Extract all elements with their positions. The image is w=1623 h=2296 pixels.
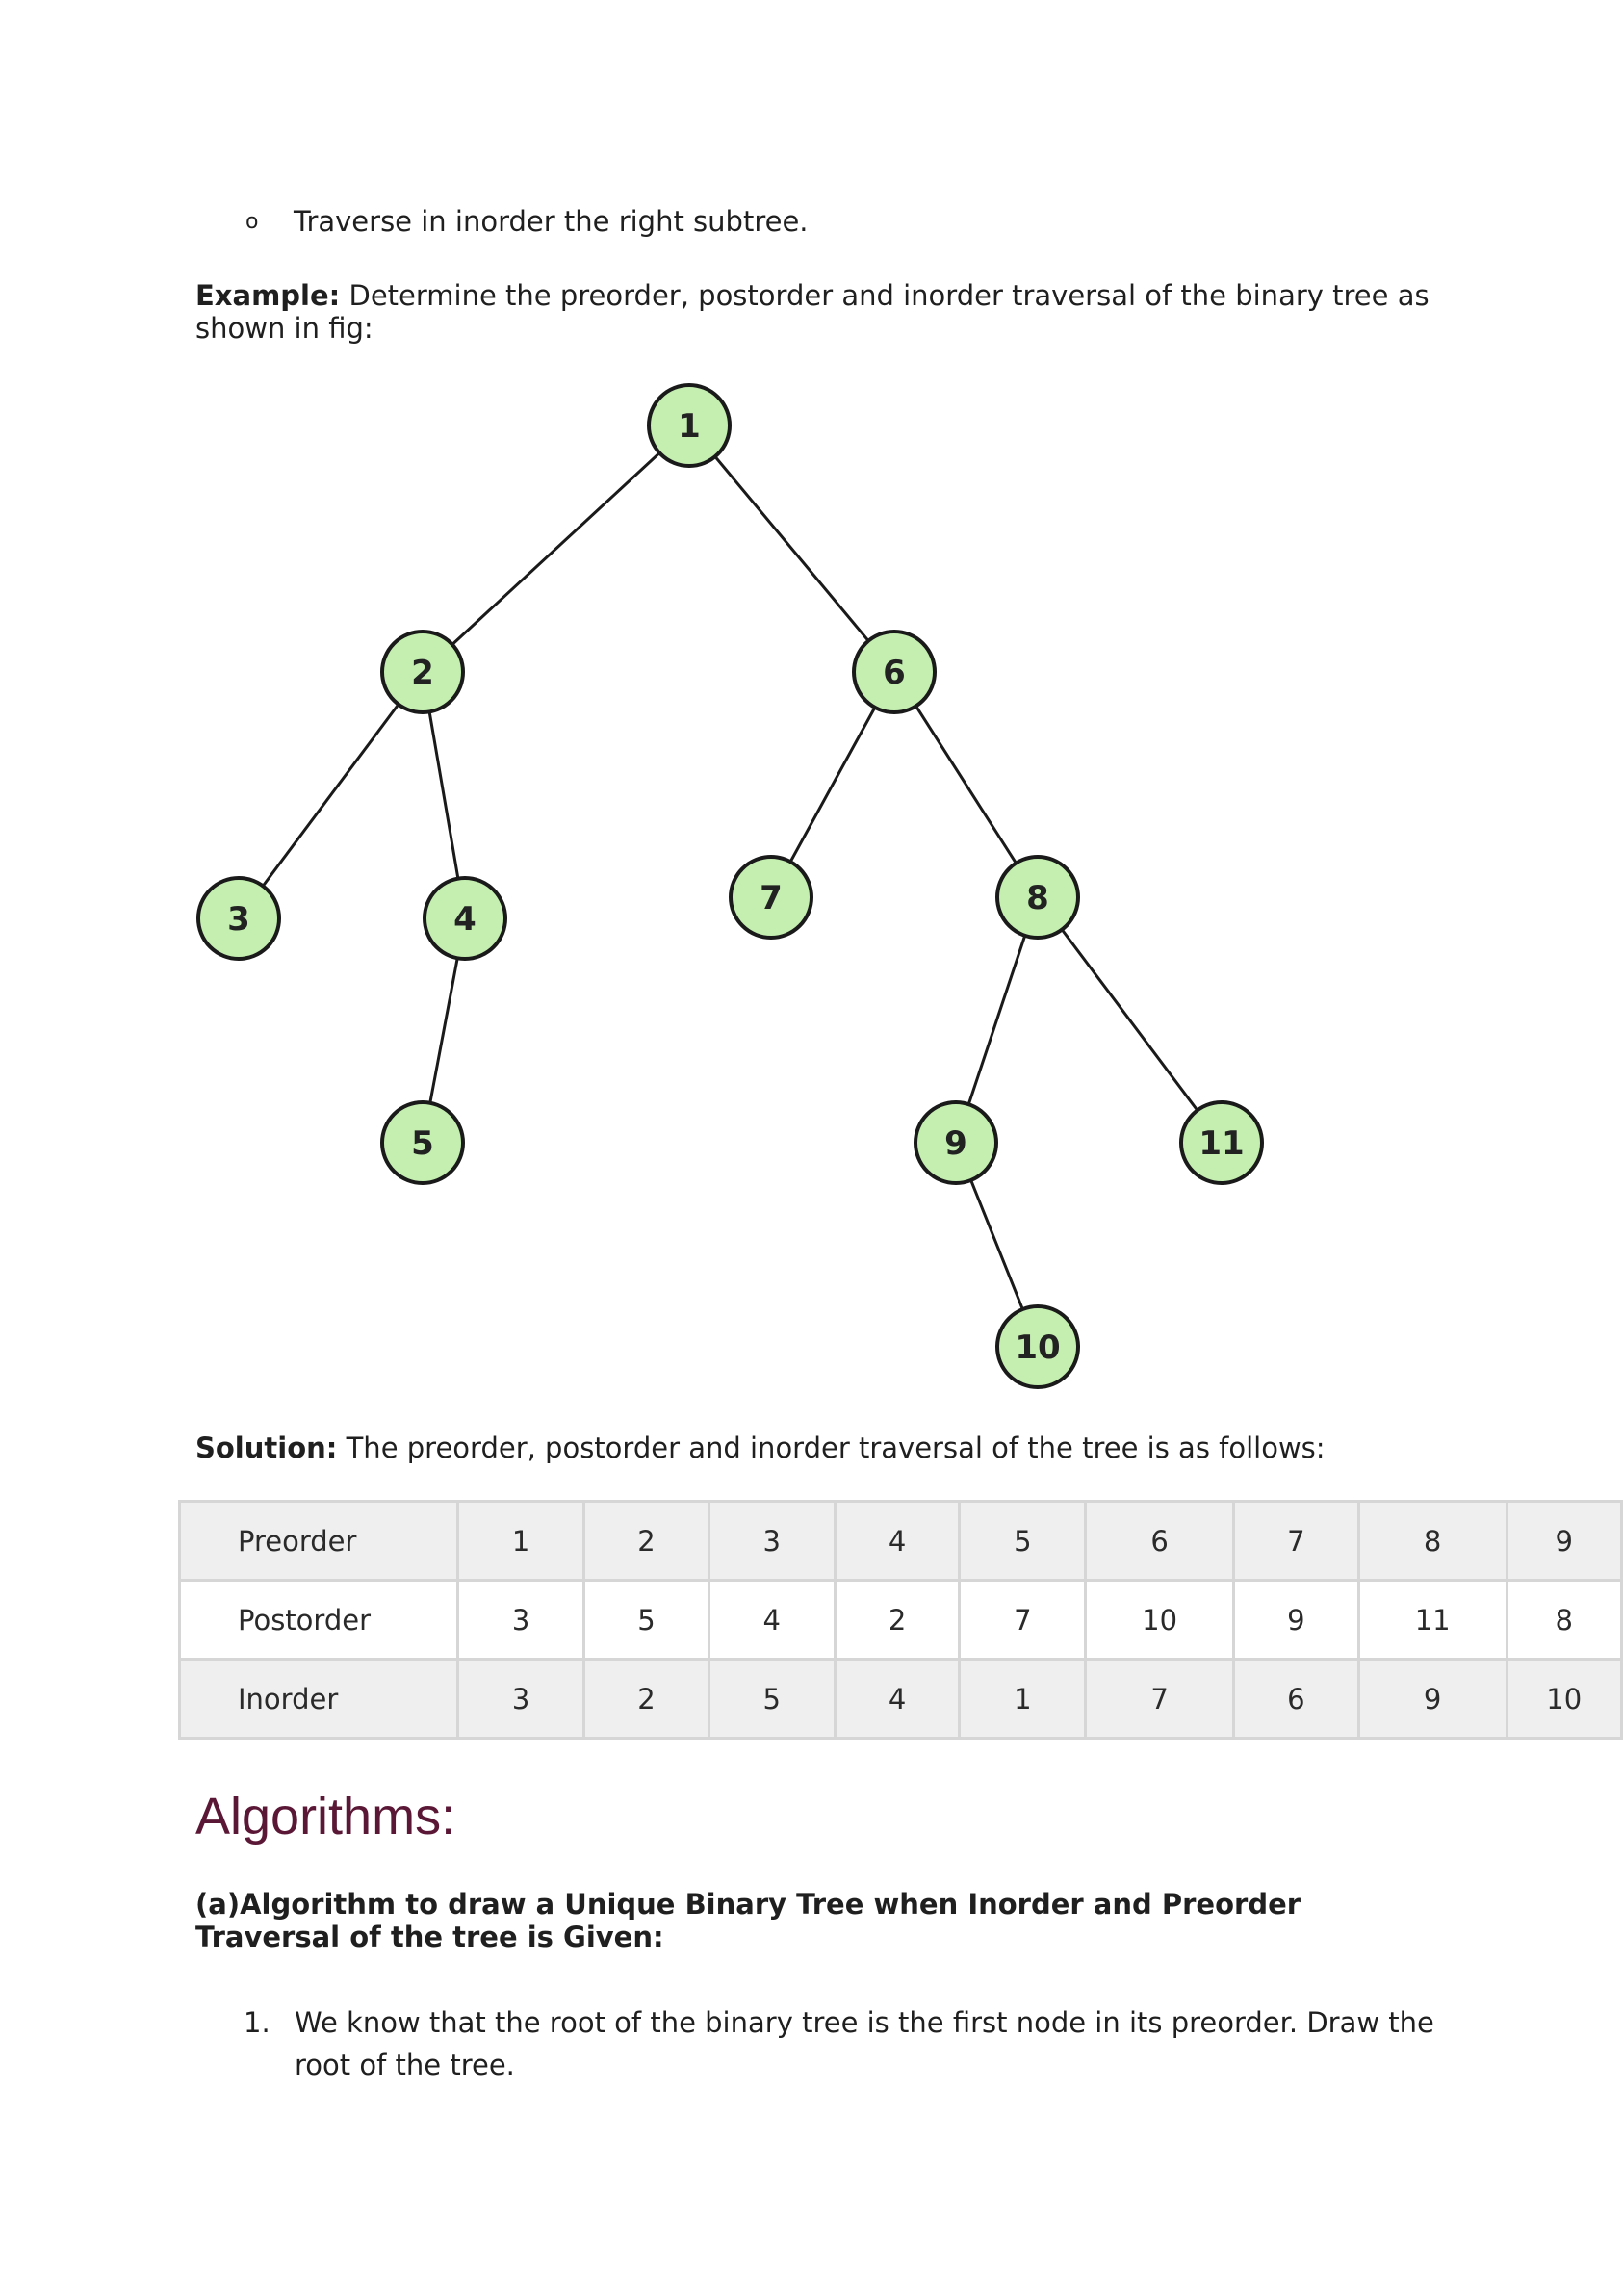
bullet-marker: o xyxy=(245,209,259,234)
tree-node-9: 9 xyxy=(914,1100,998,1185)
table-cell: 9 xyxy=(1356,1658,1508,1740)
row-label: Preorder xyxy=(177,1500,460,1582)
table-cell: 7 xyxy=(1231,1500,1360,1582)
tree-edge-2-4 xyxy=(427,711,460,879)
tree-node-circle xyxy=(423,876,507,961)
tree-node-7: 7 xyxy=(729,855,813,940)
solution-text: The preorder, postorder and inorder trav… xyxy=(337,1432,1326,1464)
tree-node-label: 1 xyxy=(678,407,701,446)
table-cell: 9 xyxy=(1505,1500,1623,1582)
tree-node-8: 8 xyxy=(995,855,1080,940)
example-text: Determine the preorder, postorder and in… xyxy=(195,279,1430,345)
tree-node-10: 10 xyxy=(995,1304,1080,1389)
bullet-item: o Traverse in inorder the right subtree. xyxy=(245,205,809,238)
table-cell: 5 xyxy=(707,1658,837,1740)
list-item: 1. We know that the root of the binary t… xyxy=(244,2001,1488,2086)
table-cell: 8 xyxy=(1505,1579,1623,1661)
table-cell: 7 xyxy=(1084,1658,1235,1740)
table-cell: 2 xyxy=(833,1579,962,1661)
solution-paragraph: Solution: The preorder, postorder and in… xyxy=(195,1432,1447,1464)
tree-node-circle xyxy=(380,630,465,714)
tree-edge-6-7 xyxy=(788,707,877,863)
tree-node-11: 11 xyxy=(1179,1100,1264,1185)
table-cell: 2 xyxy=(582,1500,710,1582)
example-label: Example: xyxy=(195,279,341,312)
tree-node-circle xyxy=(995,855,1080,940)
tree-node-5: 5 xyxy=(380,1100,465,1185)
solution-label: Solution: xyxy=(195,1432,338,1464)
tree-edge-1-6 xyxy=(713,455,870,642)
tree-node-label: 10 xyxy=(1015,1329,1060,1367)
table-cell: 1 xyxy=(958,1658,1088,1740)
tree-node-circle xyxy=(647,383,732,468)
row-label: Inorder xyxy=(177,1658,460,1740)
tree-node-circle xyxy=(196,876,281,961)
tree-node-1: 1 xyxy=(647,383,732,468)
table-cell: 10 xyxy=(1505,1658,1623,1740)
table-cell: 4 xyxy=(833,1658,962,1740)
tree-node-label: 8 xyxy=(1026,879,1049,917)
table-cell: 4 xyxy=(833,1500,962,1582)
tree-node-label: 9 xyxy=(944,1124,967,1163)
tree-node-6: 6 xyxy=(852,630,937,714)
table-cell: 10 xyxy=(1084,1579,1235,1661)
table-cell: 5 xyxy=(582,1579,710,1661)
table-cell: 3 xyxy=(456,1579,585,1661)
tree-edge-8-9 xyxy=(966,935,1027,1105)
tree-node-circle xyxy=(729,855,813,940)
tree-node-label: 11 xyxy=(1198,1124,1244,1163)
table-cell: 3 xyxy=(456,1658,585,1740)
table-cell: 3 xyxy=(707,1500,837,1582)
tree-node-3: 3 xyxy=(196,876,281,961)
tree-node-label: 2 xyxy=(411,654,434,692)
algorithm-subheading: (a)Algorithm to draw a Unique Binary Tre… xyxy=(195,1888,1301,1953)
table-cell: 8 xyxy=(1356,1500,1508,1582)
tree-node-2: 2 xyxy=(380,630,465,714)
table-cell: 5 xyxy=(958,1500,1088,1582)
tree-edge-8-11 xyxy=(1060,928,1199,1112)
tree-node-4: 4 xyxy=(423,876,507,961)
tree-edge-4-5 xyxy=(428,957,459,1104)
list-item-number: 1. xyxy=(244,2006,270,2039)
tree-node-label: 3 xyxy=(227,900,250,939)
algorithms-heading: Algorithms: xyxy=(195,1788,456,1845)
tree-edge-1-2 xyxy=(451,451,661,646)
tree-edges xyxy=(261,451,1199,1310)
tree-edge-6-8 xyxy=(915,705,1018,864)
tree-node-circle xyxy=(852,630,937,714)
table-cell: 7 xyxy=(958,1579,1088,1661)
tree-edge-2-3 xyxy=(261,703,400,888)
binary-tree-figure: 1 2 6 3 4 7 8 5 9 11 10 xyxy=(196,383,1264,1389)
table-cell: 11 xyxy=(1356,1579,1508,1661)
tree-node-circle xyxy=(914,1100,998,1185)
table-cell: 9 xyxy=(1231,1579,1360,1661)
example-paragraph: Example: Determine the preorder, postord… xyxy=(195,279,1447,345)
table-cell: 1 xyxy=(456,1500,585,1582)
tree-node-circle xyxy=(380,1100,465,1185)
table-cell: 4 xyxy=(707,1579,837,1661)
table-cell: 2 xyxy=(582,1658,710,1740)
bullet-text: Traverse in inorder the right subtree. xyxy=(294,205,809,238)
tree-nodes: 1 2 6 3 4 7 8 5 9 11 10 xyxy=(196,383,1264,1389)
table-cell: 6 xyxy=(1084,1500,1235,1582)
row-label: Postorder xyxy=(177,1579,460,1661)
tree-node-label: 6 xyxy=(883,654,906,692)
table-cell: 6 xyxy=(1231,1658,1360,1740)
tree-node-label: 5 xyxy=(411,1124,434,1163)
tree-node-circle xyxy=(1179,1100,1264,1185)
tree-edge-9-10 xyxy=(969,1179,1024,1310)
tree-node-label: 4 xyxy=(453,900,477,939)
tree-node-label: 7 xyxy=(760,879,783,917)
tree-node-circle xyxy=(995,1304,1080,1389)
list-item-text: We know that the root of the binary tree… xyxy=(295,2006,1434,2081)
